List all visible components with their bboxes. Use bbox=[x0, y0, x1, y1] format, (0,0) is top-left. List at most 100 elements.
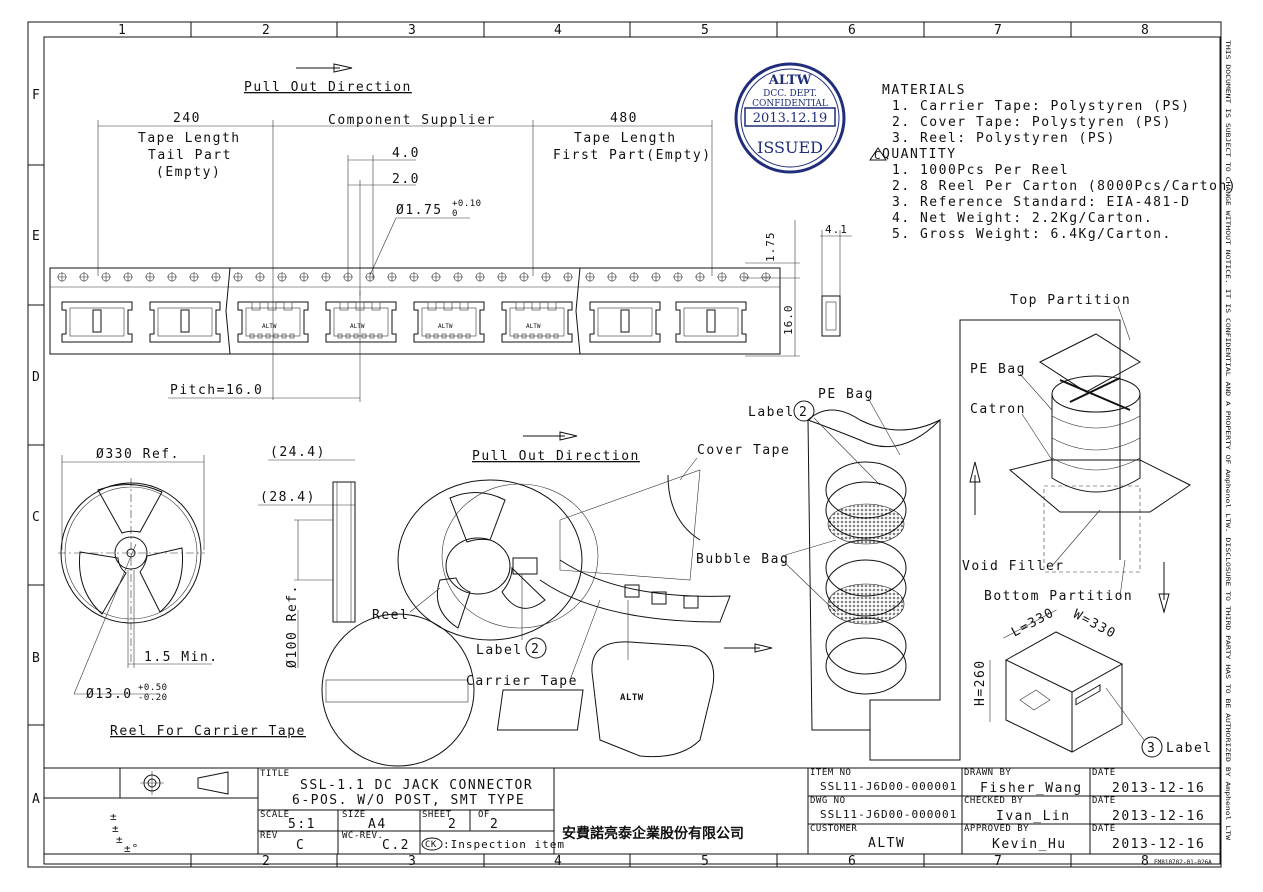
quantity-item-2: 2. 8 Reel Per Carton (8000Pcs/Carton) bbox=[892, 179, 1237, 194]
pocket-part-logo: ALTW bbox=[350, 323, 365, 330]
dim-carton-w: W=330 bbox=[1070, 607, 1118, 642]
col-6-label-bottom: 6 bbox=[848, 854, 857, 869]
tape-pocket bbox=[149, 301, 221, 343]
col-4-label: 4 bbox=[554, 23, 563, 38]
drawing-frame: 1 2 3 4 5 6 7 8 2 3 4 5 6 7 8 F E D C B … bbox=[27, 21, 1231, 869]
col-8-label-bottom: 8 bbox=[1141, 854, 1150, 869]
row-c-label: C bbox=[32, 510, 41, 525]
row-f-label: F bbox=[32, 88, 41, 103]
tolerance-2: ± bbox=[112, 822, 120, 835]
reel-side-view: (24.4) (28.4) Ø100 Ref. bbox=[258, 445, 475, 767]
date-1-head: DATE bbox=[1092, 768, 1116, 778]
col-7-label-bottom: 7 bbox=[994, 854, 1003, 869]
scale-value: 5:1 bbox=[288, 817, 316, 832]
title-block: ± ± ± ±° TITLE SSL-1.1 DC JACK CONNECTOR… bbox=[44, 767, 1220, 866]
pocket-part-logo: ALTW bbox=[438, 323, 453, 330]
issued-stamp: ALTW DCC. DEPT. CONFIDENTIAL 2013.12.19 … bbox=[734, 62, 846, 174]
zoom-part-logo: ALTW bbox=[620, 693, 644, 703]
pe-bag-2-label: PE Bag bbox=[970, 362, 1026, 377]
quantity-item-5: 5. Gross Weight: 6.4Kg/Carton. bbox=[892, 227, 1172, 242]
row-e-label: E bbox=[32, 229, 41, 244]
pitch-label: Pitch=16.0 bbox=[170, 383, 263, 398]
of-value: 2 bbox=[490, 817, 499, 832]
reel-view-title: Reel For Carrier Tape bbox=[110, 724, 306, 739]
pocket-part-logo: ALTW bbox=[526, 323, 541, 330]
dim-hub-13: Ø13.0 bbox=[86, 687, 133, 702]
tape-pocket bbox=[61, 301, 133, 343]
dim-hub-13-tol-dn: -0.20 bbox=[138, 693, 168, 703]
scale-head: SCALE bbox=[260, 810, 290, 820]
col-5-label-bottom: 5 bbox=[701, 854, 710, 869]
date-3-value: 2013-12-16 bbox=[1112, 837, 1205, 852]
revision-mark: C bbox=[874, 149, 882, 162]
row-d-label: D bbox=[32, 370, 41, 385]
bag-label-2-text: Label bbox=[748, 405, 795, 420]
inspection-mark-icon bbox=[421, 837, 443, 851]
top-partition-label: Top Partition bbox=[1010, 293, 1131, 308]
dim-240: 240 bbox=[173, 111, 201, 126]
dim-1-5-min: 1.5 Min. bbox=[144, 650, 219, 665]
void-filler-label: Void Filler bbox=[962, 559, 1065, 574]
up-arrow-icon bbox=[969, 461, 981, 515]
component-supplier-label: Component Supplier bbox=[328, 113, 496, 128]
size-head: SIZE bbox=[342, 810, 366, 820]
label-3-number: 3 bbox=[1147, 741, 1156, 756]
row-b-label: B bbox=[32, 651, 41, 666]
quantity-item-4: 4. Net Weight: 2.2Kg/Carton. bbox=[892, 211, 1153, 226]
tape-pocket: ALTW bbox=[237, 301, 309, 343]
first-part-line-1: Tape Length bbox=[574, 131, 677, 146]
date-2-head: DATE bbox=[1092, 796, 1116, 806]
dwg-no-head: DWG NO bbox=[810, 796, 846, 806]
dim-28-4: (28.4) bbox=[260, 490, 316, 505]
carrier-tape-label: Carrier Tape bbox=[466, 674, 578, 689]
first-part-line-2: First Part(Empty) bbox=[553, 148, 712, 163]
bag-label-2-balloon bbox=[793, 400, 815, 422]
title-line-1: SSL-1.1 DC JACK CONNECTOR bbox=[300, 778, 533, 793]
dim-reel-330: Ø330 Ref. bbox=[96, 447, 180, 462]
tail-part-line-2: Tail Part bbox=[148, 148, 232, 163]
customer-value: ALTW bbox=[868, 836, 905, 851]
stamp-dept: DCC. DEPT. bbox=[763, 89, 817, 99]
col-5-label: 5 bbox=[701, 23, 710, 38]
col-1-label: 1 bbox=[118, 23, 127, 38]
col-2-label: 2 bbox=[262, 23, 271, 38]
date-1-value: 2013-12-16 bbox=[1112, 781, 1205, 796]
drawn-by-value: Fisher_Wang bbox=[980, 781, 1083, 796]
rev-head: REV bbox=[260, 831, 278, 841]
approved-by-value: Kevin_Hu bbox=[992, 837, 1067, 852]
stamp-brand: ALTW bbox=[768, 73, 812, 88]
stamp-date: 2013.12.19 bbox=[753, 111, 827, 126]
tail-part-line-3: (Empty) bbox=[156, 165, 221, 180]
bottom-partition-label: Bottom Partition bbox=[984, 589, 1133, 604]
reel-front-view: Ø330 Ref. 1.5 Min. Ø13.0 +0.50 -0.20 Ree… bbox=[58, 447, 306, 739]
tape-pocket: ALTW bbox=[501, 301, 573, 343]
label-2-balloon bbox=[525, 637, 547, 659]
stamp-status: ISSUED bbox=[757, 138, 823, 157]
stamp-confidential: CONFIDENTIAL bbox=[752, 99, 828, 109]
reel-iso-view: Pull Out Direction Cover Tape Reel Label… bbox=[372, 431, 789, 758]
bag-label-2-number: 2 bbox=[799, 405, 808, 420]
date-3-head: DATE bbox=[1092, 824, 1116, 834]
item-no-value: SSL11-J6D00-000001 bbox=[820, 780, 957, 793]
tape-pull-out-label: Pull Out Direction bbox=[244, 80, 412, 95]
dim-sprocket-hole: Ø1.75 bbox=[396, 203, 443, 218]
item-no-head: ITEM NO bbox=[810, 768, 851, 778]
col-2-label-bottom: 2 bbox=[262, 854, 271, 869]
checked-by-head: CHECKED BY bbox=[964, 796, 1023, 806]
col-4-label-bottom: 4 bbox=[554, 854, 563, 869]
carton-view: Top Partition PE Bag Catron Void Filler … bbox=[869, 293, 1211, 761]
tolerance-deg: ±° bbox=[124, 842, 139, 855]
approved-by-head: APPROVED BY bbox=[964, 824, 1029, 834]
pull-out-arrow-2-icon bbox=[523, 431, 578, 441]
quantity-item-1: 1. 1000Pcs Per Reel bbox=[892, 163, 1069, 178]
materials-item-1: 1. Carrier Tape: Polystyren (PS) bbox=[892, 99, 1190, 114]
customer-head: CUSTOMER bbox=[810, 824, 857, 834]
company-name: 安費諾亮泰企業股份有限公司 bbox=[562, 825, 744, 842]
label-2-number: 2 bbox=[531, 642, 540, 657]
dim-hub-13-tol-up: +0.50 bbox=[138, 683, 168, 693]
tape-pocket bbox=[675, 301, 747, 343]
inspection-mark: CK bbox=[425, 840, 437, 850]
confidential-side-note: THIS DOCUMENT IS SUBJECT TO CHANGE WITHO… bbox=[1224, 40, 1231, 841]
bagged-reels-view: PE Bag Label 2 Bubble Bag bbox=[696, 387, 941, 731]
